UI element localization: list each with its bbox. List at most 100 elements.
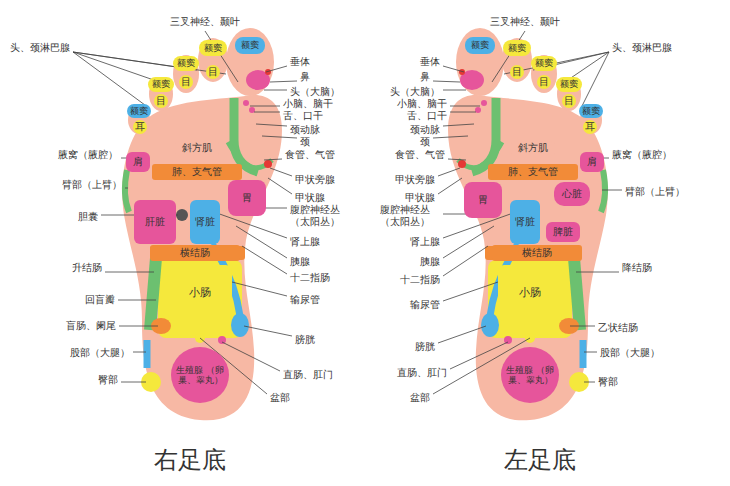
part-label: 甲状腺 xyxy=(405,192,435,204)
leader-line xyxy=(73,52,149,108)
organ-zone: 肝脏 xyxy=(134,200,176,244)
zone-label: 胃 xyxy=(478,194,488,206)
organ-zone: 斜方肌 xyxy=(511,141,555,156)
part-label: 肾上腺 xyxy=(410,236,440,248)
zone-label: 额窦 xyxy=(241,40,259,50)
part-label: 臂部（上臂） xyxy=(62,179,122,191)
part-label: 头（大脑） xyxy=(290,86,340,98)
organ-zone: 心脏 xyxy=(554,182,590,206)
leader-line xyxy=(443,282,498,301)
zone-label: 肺、支气管 xyxy=(508,166,558,178)
organ-zone: 胃 xyxy=(228,180,266,216)
zone-label: 额窦 xyxy=(508,43,526,53)
leader-line xyxy=(443,90,466,91)
zone-label: 小肠 xyxy=(189,287,211,300)
right-foot xyxy=(122,28,282,420)
zone-label: 目 xyxy=(564,95,574,107)
foot-caption: 右足底 xyxy=(154,446,226,475)
part-label: 胰腺 xyxy=(420,256,440,268)
organ-zone: 目 xyxy=(154,94,168,108)
organ-zone: 肾脏 xyxy=(510,200,540,244)
organ-zone: 胃 xyxy=(464,182,502,218)
leader-line xyxy=(264,90,287,91)
zone-label: 额窦 xyxy=(204,43,222,53)
part-label: 股部（大腿） xyxy=(70,347,130,359)
leader-line xyxy=(205,31,238,82)
part-label: 头（大脑） xyxy=(390,86,440,98)
leader-line xyxy=(584,352,597,353)
part-label: 甲状旁腺 xyxy=(395,174,435,186)
organ-zone: 横结肠 xyxy=(150,245,240,261)
leader-line xyxy=(443,246,488,276)
part-label: 臀部 xyxy=(98,374,118,386)
part-label: 盆部 xyxy=(410,392,430,404)
part-label: 甲状腺 xyxy=(295,192,325,204)
leader-line xyxy=(119,326,158,327)
organ-zone: 耳 xyxy=(133,120,147,134)
part-label: 肾上腺 xyxy=(290,236,320,248)
leader-line xyxy=(443,124,474,126)
organ-zone: 额窦 xyxy=(235,37,265,54)
part-label: 输尿管 xyxy=(410,299,440,311)
leader-line xyxy=(576,272,619,273)
leader-line xyxy=(438,168,460,176)
zone-label: 肩 xyxy=(133,156,143,168)
organ-zone: 额窦 xyxy=(503,40,531,56)
part-label: 颈 xyxy=(300,136,310,148)
leader-line xyxy=(438,326,486,343)
zone-label: 生殖腺 （卵巢、睾丸） xyxy=(175,365,225,386)
part-label: 腋窝（腋腔） xyxy=(612,149,672,161)
organ-zone: 肩 xyxy=(580,152,604,172)
part-label: 舌、口干 xyxy=(407,110,447,122)
leader-line xyxy=(236,226,287,258)
part-label: 乙状结肠 xyxy=(598,322,638,334)
leader-line xyxy=(105,272,154,273)
leader-line xyxy=(262,136,297,138)
organ-zone: 目 xyxy=(562,94,576,108)
organ-zone: 肺、支气管 xyxy=(488,164,578,180)
organ-zone: 额窦 xyxy=(199,40,227,56)
leader-line xyxy=(438,178,462,194)
leader-line xyxy=(121,382,146,383)
part-label: 腹腔神经丛（太阳丛） xyxy=(380,204,440,228)
part-label: 小脑、脑干 xyxy=(283,98,333,110)
zone-label: 额窦 xyxy=(582,106,600,116)
leader-line xyxy=(266,66,287,72)
foot-caption: 左足底 xyxy=(504,446,576,475)
zone-label: 横结肠 xyxy=(522,247,552,259)
zone-label: 额窦 xyxy=(471,40,489,50)
leader-line xyxy=(433,81,460,82)
organ-zone: 斜方肌 xyxy=(175,141,219,156)
organ-zone: 小肠 xyxy=(498,265,562,321)
leader-line xyxy=(450,112,476,113)
part-label: 颈 xyxy=(420,136,430,148)
zone-label: 额窦 xyxy=(152,79,170,89)
organ-zone: 额窦 xyxy=(556,77,582,92)
organ-zone: 额窦 xyxy=(531,56,557,71)
organ-zone: 肺、支气管 xyxy=(152,164,242,180)
leader-line xyxy=(584,382,595,383)
zone-label: 额窦 xyxy=(535,58,553,68)
part-label: 舌、口干 xyxy=(283,110,323,122)
zone-label: 斜方肌 xyxy=(518,142,548,154)
zone-label: 耳 xyxy=(135,121,145,133)
leader-line xyxy=(443,66,464,72)
part-label: 盲肠、阑尾 xyxy=(66,320,116,332)
part-label: 直肠、肛门 xyxy=(283,369,333,381)
leader-line xyxy=(270,81,297,82)
part-label: 直肠、肛门 xyxy=(397,367,447,379)
part-label: 三叉神经、颞叶 xyxy=(490,16,560,28)
left-foot xyxy=(448,28,608,420)
zone-label: 肺、支气管 xyxy=(172,166,222,178)
zone-label: 额窦 xyxy=(560,79,578,89)
zone-label: 肾脏 xyxy=(515,216,535,228)
part-label: 膀胱 xyxy=(415,341,435,353)
part-label: 垂体 xyxy=(420,56,440,68)
part-label: 回盲瓣 xyxy=(85,294,115,306)
leader-line xyxy=(433,136,468,138)
zone-label: 脾脏 xyxy=(553,226,573,238)
zone-label: 心脏 xyxy=(562,188,582,200)
